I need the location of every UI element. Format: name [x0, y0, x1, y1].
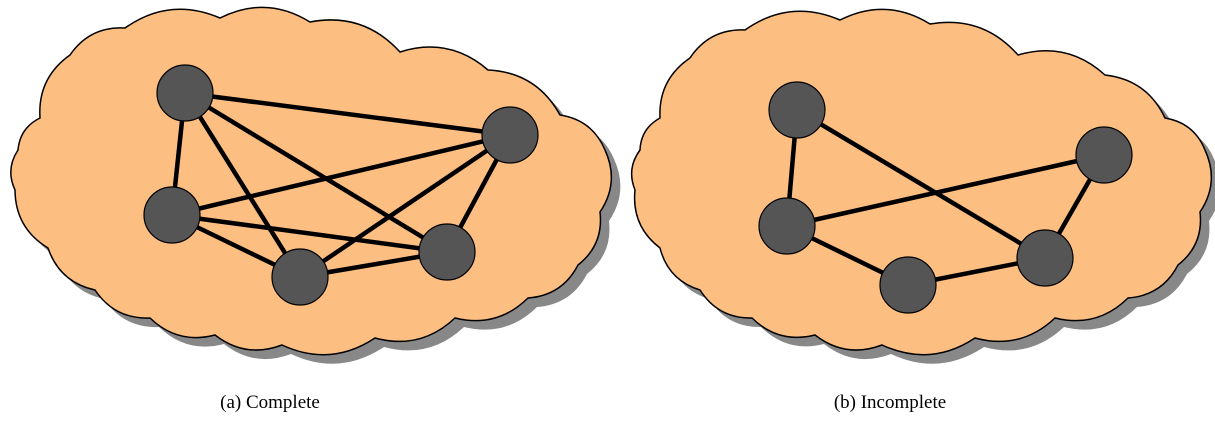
node-A — [768, 81, 826, 139]
edge-A-E — [183, 91, 302, 279]
caption-complete: (a) Complete — [220, 392, 320, 413]
nodes-group — [143, 64, 539, 306]
node-E — [879, 256, 937, 314]
edge-B-C — [786, 152, 1105, 229]
node-B — [481, 106, 539, 164]
caption-incomplete: (b) Incomplete — [833, 392, 947, 413]
node-D — [1016, 229, 1074, 287]
node-E — [271, 248, 329, 306]
edge-B-E — [298, 133, 512, 279]
edge-A-D — [183, 91, 449, 254]
node-A — [156, 64, 214, 122]
node-D — [418, 223, 476, 281]
edge-A-D — [795, 108, 1047, 260]
edge-A-B — [184, 90, 511, 138]
node-C — [143, 186, 201, 244]
edge-C-D — [171, 212, 448, 255]
node-B — [1075, 126, 1133, 184]
panel-incomplete-graph — [630, 8, 1215, 364]
edge-B-C — [171, 132, 511, 218]
panel-complete-graph — [10, 6, 621, 364]
node-C — [758, 197, 816, 255]
nodes-group — [758, 81, 1133, 314]
